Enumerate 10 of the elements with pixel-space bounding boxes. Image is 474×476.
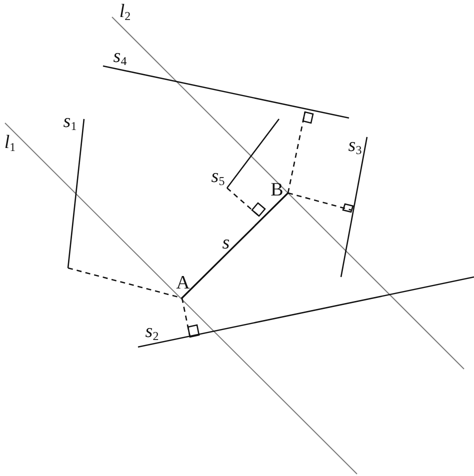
line-label: s$_{4}$ (113, 47, 127, 67)
point-label: B (270, 180, 284, 200)
line-label: s$_{2}$ (145, 322, 159, 342)
line-label: s$_{3}$ (348, 136, 362, 156)
line-label: s$_{5}$ (211, 167, 225, 187)
line-label: l$_{1}$ (4, 133, 16, 153)
line-label: s (222, 234, 230, 252)
line-label: l$_{2}$ (119, 2, 131, 22)
line-label: s$_{1}$ (63, 112, 77, 132)
point-label: A (176, 274, 190, 292)
